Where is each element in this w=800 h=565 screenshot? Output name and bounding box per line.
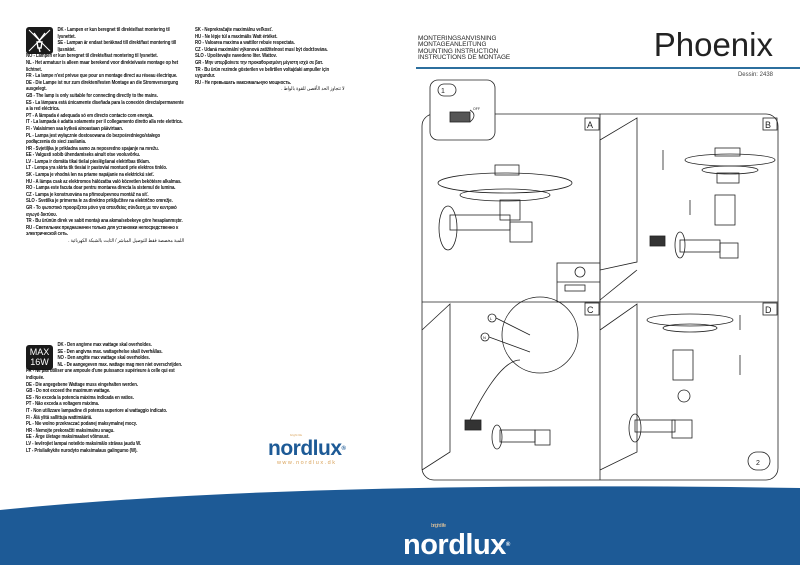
notice-line: NL - De aangegeven max. wattage mag men … xyxy=(57,361,183,368)
panel-c-label: C xyxy=(587,305,594,315)
notice-line: SK - Neprekračajte maximálnu veľkosť. xyxy=(195,27,273,33)
step1-box xyxy=(429,79,496,141)
notice-line: FI - Valaisimen saa kytkeä ainoastaan pä… xyxy=(26,125,123,132)
subtitle-en: MOUNTING INSTRUCTION xyxy=(418,47,499,55)
step1-number-circle xyxy=(437,83,457,97)
notice-line: IT - Non utilizzare lampadine di potenza… xyxy=(26,407,168,414)
max-label: MAX xyxy=(29,347,50,357)
notice-line: PT - Não exceda a voltagem máxima. xyxy=(26,401,99,408)
notice-line: SLO - Svetilka je primerna le za direktn… xyxy=(26,198,173,205)
notice-line: RU - Светильник предназначен только для … xyxy=(26,224,179,238)
notice-line: SE - Lampan är endast beräknad till dire… xyxy=(57,40,177,53)
wattage-notice: DK - Den angivne max wattage skal overho… xyxy=(26,342,184,454)
subtitle-dk: MONTERINGSANVISNING xyxy=(418,35,497,42)
no-plug-icon xyxy=(26,27,53,54)
notice-line: IT - La lampada è adatta solamente per i… xyxy=(26,119,183,126)
notice-line: اللمبة مخصصة فقط للتوصيل المباشر / الثاب… xyxy=(68,238,185,244)
notice-line: DK - Lampen er kun beregnet til direkte/… xyxy=(57,27,170,40)
nordlux-footer-logo: bright life nordlux® xyxy=(403,524,510,561)
notice-line: HR - Nemojte prekoračiti maksimalnu snag… xyxy=(26,427,115,434)
footer-registered-mark: ® xyxy=(505,542,510,548)
notice-line: FR - La lampe n'est prévue que pour un m… xyxy=(26,73,178,80)
notice-line: GB - Do not exceed the maximum wattage. xyxy=(26,388,111,395)
header-divider xyxy=(416,67,800,69)
instruction-titles: MONTERINGSANVISNING MONTAGEANLEITUNG MOU… xyxy=(418,35,511,62)
wattage-label: 16W xyxy=(30,357,49,367)
subtitle-de: MONTAGEANLEITUNG xyxy=(418,41,487,49)
notice-line: TR - Bu ürün rezimde gösterilen ve belir… xyxy=(195,66,330,80)
notice-line: DK - Den angivne max wattage skal overho… xyxy=(57,342,152,348)
notice-line: CZ - Lampa je konstruována na přímou/pev… xyxy=(26,191,149,198)
panel-b-label: B xyxy=(765,120,771,130)
notice-line: LT - Prisilaikykite nurodyto maksimalaus… xyxy=(26,447,138,454)
drawing-number: Dessin: 2438 xyxy=(737,72,773,78)
step2-badge xyxy=(747,451,771,471)
notice-line: ES - La lámpara está únicamente diseñada… xyxy=(26,99,184,113)
notice-line: GR - Μην υπερβαίνετε την προκαθορισμένη … xyxy=(195,59,324,66)
footer-brand-name: nordlux xyxy=(403,529,506,561)
nordlux-logo: bright life nordlux® www.nordlux.dk xyxy=(268,434,346,467)
notice-line: PL - Nie wolno przekraczać podanej maksy… xyxy=(26,421,137,428)
notice-line: EE - Ärge ületage maksimaalset võimsust. xyxy=(26,434,110,441)
notice-line: TR - Bu ürünün direk ve sabit montajı an… xyxy=(26,218,183,225)
brand-tagline: bright life xyxy=(290,433,303,437)
notice-line: EE - Valgusti sobib ühendamiseks ainult … xyxy=(26,152,141,159)
notice-line: HU - A lámpa csak az elektromos hálózatb… xyxy=(26,178,182,185)
notice-line: NO - Lampen er kun beregnet til direkte/… xyxy=(26,53,158,60)
notice-line: DE - Die Lampe ist nur zum direkten/fest… xyxy=(26,79,179,93)
notice-line: RU - Не превышать максимальную мощность. xyxy=(195,79,292,86)
mounting-notice: DK - Lampen er kun beregnet til direkte/… xyxy=(26,27,184,245)
step2-number: 2 xyxy=(756,460,760,467)
notice-line: LV - Lampa ir domāta tikai tiešai pieslē… xyxy=(26,158,150,165)
panel-a-label: A xyxy=(587,120,593,130)
notice-line: NO - Den angitte max wattage skal overho… xyxy=(57,355,150,362)
notice-line: ES - No exceda la potencia máxima indica… xyxy=(26,394,134,401)
notice-line: SK - Lampa je vhodná len na priame napáj… xyxy=(26,172,155,179)
brand-name: nordlux xyxy=(268,437,342,460)
notice-line: FR - Ne pas utiliser une ampoule d'une p… xyxy=(26,368,175,381)
wire-n-label: N xyxy=(483,335,486,340)
step1-number: 1 xyxy=(441,88,445,95)
notice-line: GB - The lamp is only suitable for conne… xyxy=(26,92,158,99)
notice-line: لا تتجاوز الحد الأقصى للقوة بالواط . xyxy=(281,86,345,93)
notice-line: NL - Het armatuur is alleen maar bereken… xyxy=(26,59,179,73)
notice-line: FI - Älä ylitä sallittuja wattimääriä. xyxy=(26,414,93,421)
notice-line: HR - Svjetiljka je prikladna samo za nep… xyxy=(26,145,159,152)
notice-line: LV - Ievērojiet lampai noteikto maksimāl… xyxy=(26,440,142,447)
notice-line: SLO - Upoštevajte navedeno liter. Wattov… xyxy=(195,53,277,60)
footer-tagline: bright life xyxy=(431,523,446,529)
wattage-notice-continued: SK - Neprekračajte maximálnu veľkosť.HU … xyxy=(195,27,345,93)
wire-l-label: L xyxy=(490,316,493,321)
notice-line: HU - Ne lépje túl a maximális Watt érték… xyxy=(195,33,278,40)
notice-line: PT - A lâmpada é adequada só em directo … xyxy=(26,112,154,119)
notice-line: PL - Lampa jest wyłącznie dostosowana do… xyxy=(26,132,161,146)
notice-line: CZ - Udaná maximální výkonová zatížiteln… xyxy=(195,46,328,53)
notice-line: RO - Lampa este facuta doar pentru monta… xyxy=(26,185,176,192)
notice-line: LT - Lempa yra skirta tik tiesiai ir pas… xyxy=(26,165,168,172)
product-title: Phoenix xyxy=(653,26,773,63)
notice-line: GR - Το φωτιστικό προορίζεται μόνο για α… xyxy=(26,205,177,218)
off-label: OFF xyxy=(473,107,480,111)
registered-mark: ® xyxy=(341,446,346,452)
notice-line: DE - Die angegebene Wattage muss eingeha… xyxy=(26,381,138,388)
brand-url: www.nordlux.dk xyxy=(276,460,337,466)
panel-d-label: D xyxy=(765,305,772,315)
subtitle-fr: INSTRUCTIONS DE MONTAGE xyxy=(418,54,511,62)
notice-line: RO - Valoarea maxima a wattilor rebuie r… xyxy=(195,40,295,47)
notice-line: SE - Den angivna max. wattagehelse skall… xyxy=(57,348,163,355)
